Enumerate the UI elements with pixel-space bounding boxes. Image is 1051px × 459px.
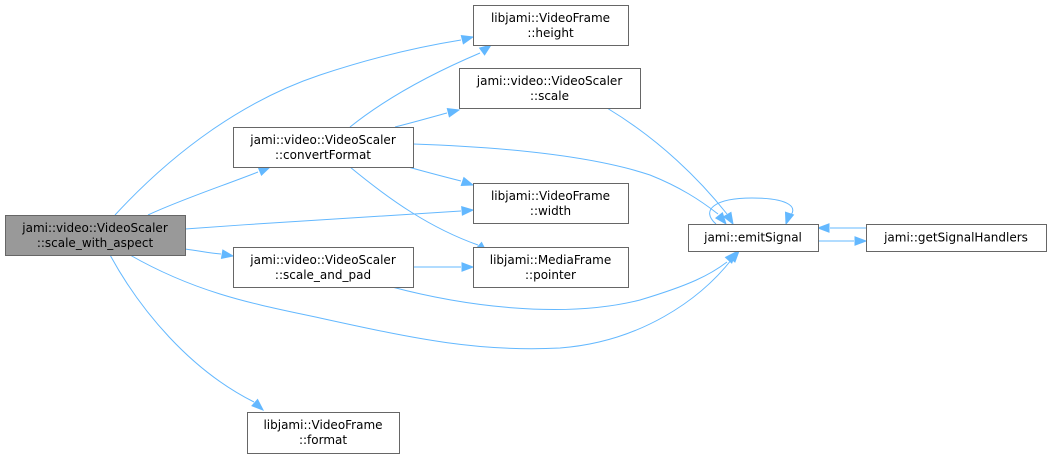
node-label-line1: libjami::MediaFrame (490, 253, 612, 267)
arrowhead-vs_convertFormat-to-vs_scale (446, 108, 461, 118)
edge-vs_convertFormat-to-vf_width (407, 166, 462, 182)
arrowhead-vs_convertFormat-to-emitSignal (714, 211, 727, 226)
arrowhead-scale_with_aspect-to-vf_format (251, 398, 265, 411)
node-label: jami::getSignalHandlers (883, 231, 1028, 245)
arrowhead-vs_convertFormat-to-vf_height (478, 44, 493, 56)
arrowhead-scale_with_aspect-to-vs_scale_and_pad (220, 249, 235, 259)
edge-scale_with_aspect-to-emitSignal (129, 254, 733, 350)
node-box (233, 127, 414, 168)
node-box (473, 183, 629, 224)
edge-vs_convertFormat-to-mf_pointer (349, 166, 479, 246)
node-label: jami::emitSignal (703, 231, 802, 245)
node-getSignalHandlers[interactable]: jami::getSignalHandlers (866, 224, 1047, 252)
node-emitSignal[interactable]: jami::emitSignal (688, 224, 819, 252)
node-label-line1: jami::video::VideoScaler (249, 253, 396, 267)
arrowhead-scale_with_aspect-to-vf_width (461, 206, 475, 216)
node-label-line1: jami::video::VideoScaler (21, 221, 168, 235)
node-label-line2: ::format (299, 433, 347, 447)
node-label-line2: ::pointer (525, 268, 576, 282)
arrowhead-vs_scale_and_pad-to-mf_pointer (461, 262, 475, 272)
node-label-line1: libjami::VideoFrame (491, 189, 610, 203)
node-label-line1: jami::video::VideoScaler (249, 133, 396, 147)
node-vs_convertFormat[interactable]: jami::video::VideoScaler::convertFormat (233, 127, 414, 168)
node-box (5, 215, 186, 256)
node-box (233, 247, 414, 288)
node-label-line1: libjami::VideoFrame (491, 11, 610, 25)
node-label-line2: ::convertFormat (275, 148, 371, 162)
arrowhead-emitSignal-to-getSignalHandlers (854, 236, 868, 246)
nodes-layer: jami::video::VideoScaler::scale_with_asp… (5, 5, 1047, 454)
node-label-line2: ::scale_with_aspect (37, 236, 154, 250)
arrowhead-scale_with_aspect-to-vf_height (460, 35, 475, 45)
edge-vs_convertFormat-to-vs_scale (394, 112, 448, 128)
edge-vs_scale-to-emitSignal (606, 107, 728, 215)
node-scale_with_aspect[interactable]: jami::video::VideoScaler::scale_with_asp… (5, 215, 186, 256)
node-box (247, 412, 400, 454)
arrowhead-vs_convertFormat-to-vf_width (460, 176, 475, 187)
node-box (459, 68, 641, 109)
node-label-line1: libjami::VideoFrame (263, 418, 382, 432)
node-vf_height[interactable]: libjami::VideoFrame::height (473, 5, 629, 46)
edge-scale_with_aspect-to-vf_format (109, 254, 255, 403)
arrowhead-emitSignal-to-emitSignal (784, 211, 795, 226)
edge-vs_convertFormat-to-vf_height (349, 52, 481, 128)
arrowhead-vs_scale_and_pad-to-emitSignal (724, 250, 737, 264)
arrowhead-scale_with_aspect-to-vs_convertFormat (257, 166, 272, 176)
arrowhead-getSignalHandlers-to-emitSignal (816, 223, 830, 233)
node-label-line2: ::scale_and_pad (275, 268, 371, 282)
edges-layer (109, 35, 868, 411)
node-box (866, 224, 1047, 252)
edge-vs_convertFormat-to-emitSignal (412, 143, 719, 215)
node-vf_width[interactable]: libjami::VideoFrame::width (473, 183, 629, 224)
edge-vs_scale_and_pad-to-emitSignal (391, 261, 728, 310)
edge-scale_with_aspect-to-vf_height (114, 39, 462, 216)
node-box (688, 224, 819, 252)
node-box (473, 5, 629, 46)
node-vs_scale_and_pad[interactable]: jami::video::VideoScaler::scale_and_pad (233, 247, 414, 288)
edge-scale_with_aspect-to-vs_convertFormat (147, 171, 259, 216)
node-label-line2: ::height (527, 26, 574, 40)
node-vf_format[interactable]: libjami::VideoFrame::format (247, 412, 400, 454)
node-vs_scale[interactable]: jami::video::VideoScaler::scale (459, 68, 641, 109)
arrowhead-vs_scale-to-emitSignal (722, 211, 734, 226)
edge-emitSignal-to-emitSignal (709, 197, 794, 225)
node-label-line1: jami::video::VideoScaler (476, 74, 623, 88)
node-label-line2: ::scale (530, 89, 569, 103)
node-label-line2: ::width (530, 204, 571, 218)
edge-scale_with_aspect-to-vf_width (184, 210, 462, 230)
node-box (473, 247, 629, 288)
node-mf_pointer[interactable]: libjami::MediaFrame::pointer (473, 247, 629, 288)
edge-scale_with_aspect-to-vs_scale_and_pad (184, 248, 222, 255)
